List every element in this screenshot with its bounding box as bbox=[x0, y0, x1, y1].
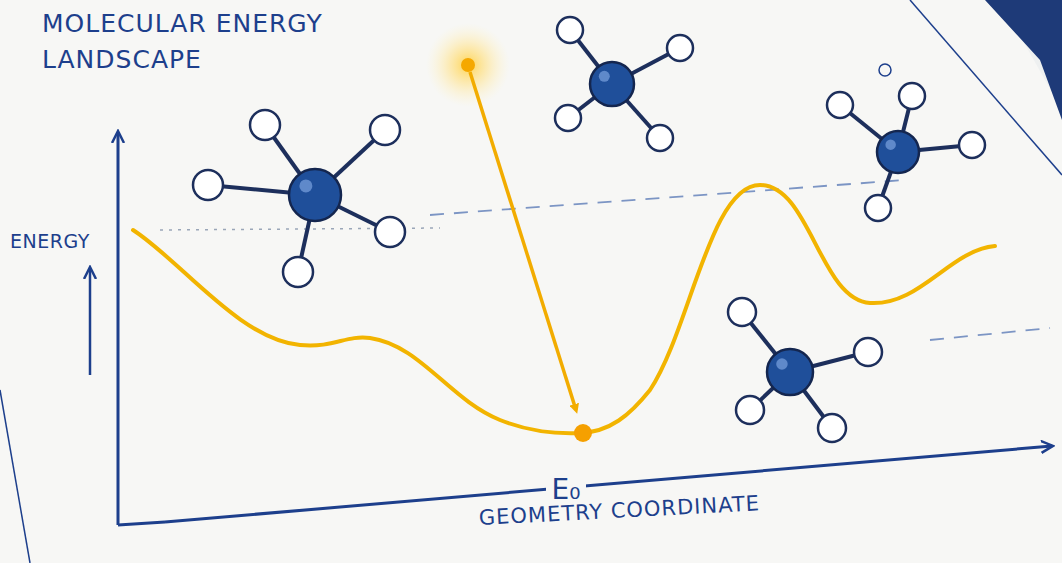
hydrogen-atom bbox=[667, 35, 693, 61]
hydrogen-atom bbox=[854, 338, 882, 366]
hydrogen-atom bbox=[736, 396, 764, 424]
hydrogen-atom bbox=[370, 115, 400, 145]
hydrogen-atom bbox=[865, 195, 891, 221]
hydrogen-atom bbox=[647, 125, 673, 151]
hydrogen-atom bbox=[959, 132, 985, 158]
hydrogen-atom bbox=[375, 217, 405, 247]
hydrogen-atom bbox=[557, 17, 583, 43]
axis-label: ENERGY bbox=[10, 230, 90, 252]
carbon-atom bbox=[877, 131, 919, 173]
minimum-dot bbox=[574, 424, 592, 442]
carbon-atom bbox=[590, 62, 634, 106]
energy-curve bbox=[133, 185, 995, 433]
sheet-edge bbox=[0, 390, 30, 563]
carbon-atom bbox=[767, 349, 813, 395]
energy-arrow bbox=[89, 268, 92, 375]
hydrogen-atom bbox=[283, 257, 313, 287]
hydrogen-atom bbox=[728, 298, 756, 326]
y-axis bbox=[117, 132, 120, 525]
hydrogen-atom bbox=[827, 92, 853, 118]
corner-shadow bbox=[985, 0, 1062, 120]
glow-spot bbox=[426, 23, 510, 107]
glow-spot bbox=[461, 58, 475, 72]
hydrogen-atom bbox=[193, 170, 223, 200]
hydrogen-atom bbox=[818, 414, 846, 442]
bubble bbox=[879, 64, 891, 76]
hydrogen-atom bbox=[250, 110, 280, 140]
reference-line bbox=[430, 180, 905, 215]
atom-highlight bbox=[299, 179, 312, 192]
atom-highlight bbox=[599, 71, 610, 82]
atom-highlight bbox=[885, 139, 896, 150]
x-axis bbox=[118, 522, 165, 525]
hydrogen-atom bbox=[555, 105, 581, 131]
atom-highlight bbox=[776, 358, 788, 370]
title: MOLECULAR ENERGY LANDSCAPE bbox=[42, 6, 422, 78]
hydrogen-atom bbox=[899, 83, 925, 109]
reference-line bbox=[930, 328, 1050, 340]
carbon-atom bbox=[289, 169, 341, 221]
